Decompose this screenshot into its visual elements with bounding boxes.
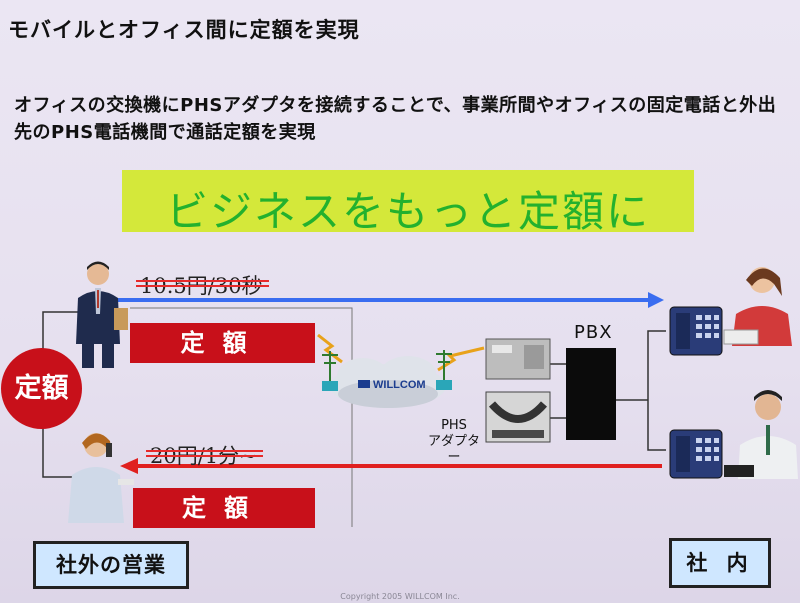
right-bracket	[648, 331, 666, 450]
flat-rate-bottom-text: 定額	[182, 494, 266, 522]
pbx-label: PBX	[574, 322, 613, 343]
antenna-icon	[316, 345, 344, 395]
strike-line-2	[136, 285, 269, 287]
rate-top: 10.5円/30秒	[140, 270, 263, 300]
strike-line-3	[146, 450, 263, 452]
strike-line-1	[136, 280, 269, 282]
flat-rate-box-bottom: 定額	[133, 488, 315, 528]
office-phone-icon-2	[668, 428, 724, 480]
copyright-footer: Copyright 2005 WILLCOM Inc.	[0, 592, 800, 601]
antenna-icon-right	[430, 344, 458, 394]
adapter-device-icon-2	[484, 390, 552, 444]
cloud-label: WILLCOM	[373, 379, 426, 391]
flat-rate-top-text: 定額	[181, 329, 265, 357]
phs-adapter-label: PHS アダプター	[426, 418, 482, 466]
inside-office-label: 社 内	[669, 538, 771, 588]
businesswoman-phone-icon	[58, 425, 138, 525]
office-worker-icon	[722, 258, 800, 348]
office-phone-icon	[668, 305, 724, 357]
office-worker-icon-2	[724, 385, 800, 480]
flat-rate-box-top: 定額	[130, 323, 315, 363]
rate-bottom: 20円/1分~	[150, 440, 257, 470]
phs-adapter-line1: PHS	[426, 418, 482, 434]
outside-sales-text: 社外の営業	[56, 553, 166, 577]
phs-adapter-line2: アダプター	[426, 434, 482, 466]
flat-rate-circle-text: 定額	[15, 373, 69, 404]
pbx-device	[566, 348, 616, 440]
strike-line-4	[146, 455, 263, 457]
blue-arrow-head	[648, 292, 664, 308]
outside-sales-label: 社外の営業	[33, 541, 189, 589]
businessman-icon	[68, 258, 130, 370]
inside-office-text: 社 内	[686, 551, 753, 575]
adapter-device-icon	[484, 335, 552, 383]
